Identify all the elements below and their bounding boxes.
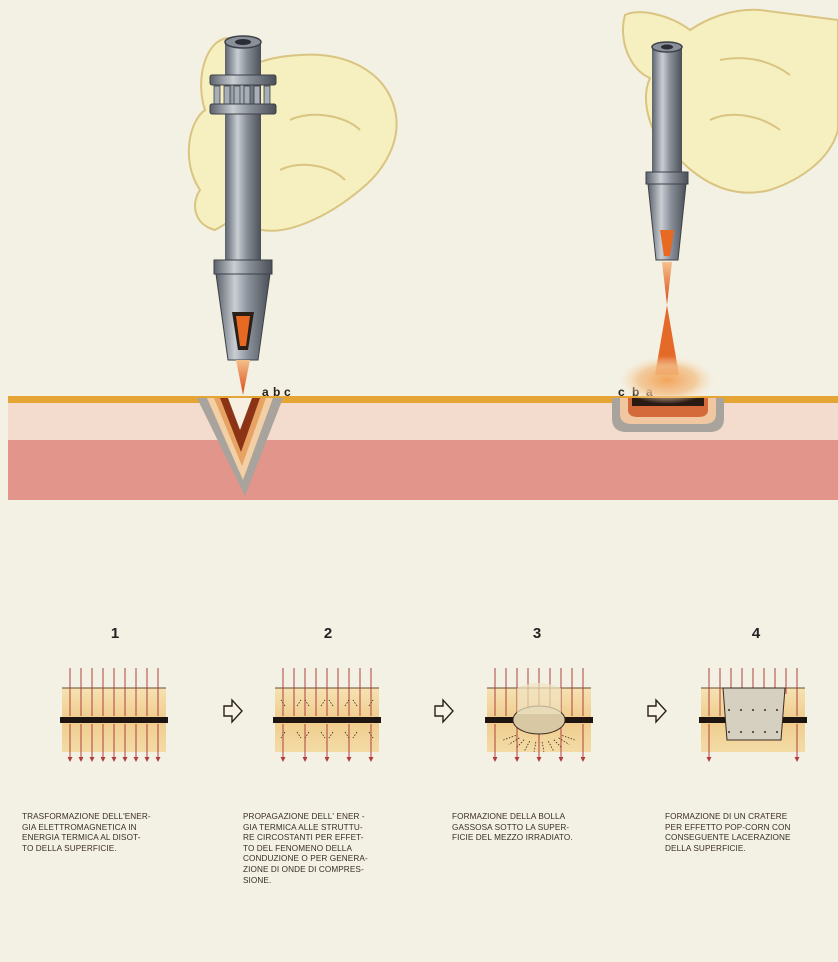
- tissue-lower-layer: [8, 440, 838, 500]
- step-1-caption: TRASFORMAZIONE DELL'ENER- GIA ELETTROMAG…: [22, 812, 207, 854]
- step-arrow-1: [224, 700, 242, 722]
- steps-diagram: [0, 510, 838, 962]
- left-hand-illustration: [189, 38, 397, 231]
- step-3-number: 3: [517, 625, 557, 642]
- step-4-number: 4: [736, 625, 776, 642]
- label-a-left: a: [262, 385, 269, 399]
- step-arrow-3: [648, 700, 666, 722]
- step-1-number: 1: [95, 625, 135, 642]
- step-1-panel: [60, 668, 168, 762]
- step-4-caption: FORMAZIONE DI UN CRATERE PER EFFETTO POP…: [665, 812, 837, 854]
- label-c-left: c: [284, 385, 291, 399]
- laser-tissue-illustration: a b c c b a: [0, 0, 838, 510]
- step-2-panel: [273, 668, 381, 762]
- step-2-caption: PROPAGAZIONE DELL' ENER - GIA TERMICA AL…: [243, 812, 433, 886]
- step-3-panel: [485, 668, 593, 762]
- step-2-number: 2: [308, 625, 348, 642]
- step-3-caption: FORMAZIONE DELLA BOLLA GASSOSA SOTTO LA …: [452, 812, 637, 844]
- step-arrow-2: [435, 700, 453, 722]
- label-b-left: b: [273, 385, 280, 399]
- step-4-panel: [699, 668, 807, 762]
